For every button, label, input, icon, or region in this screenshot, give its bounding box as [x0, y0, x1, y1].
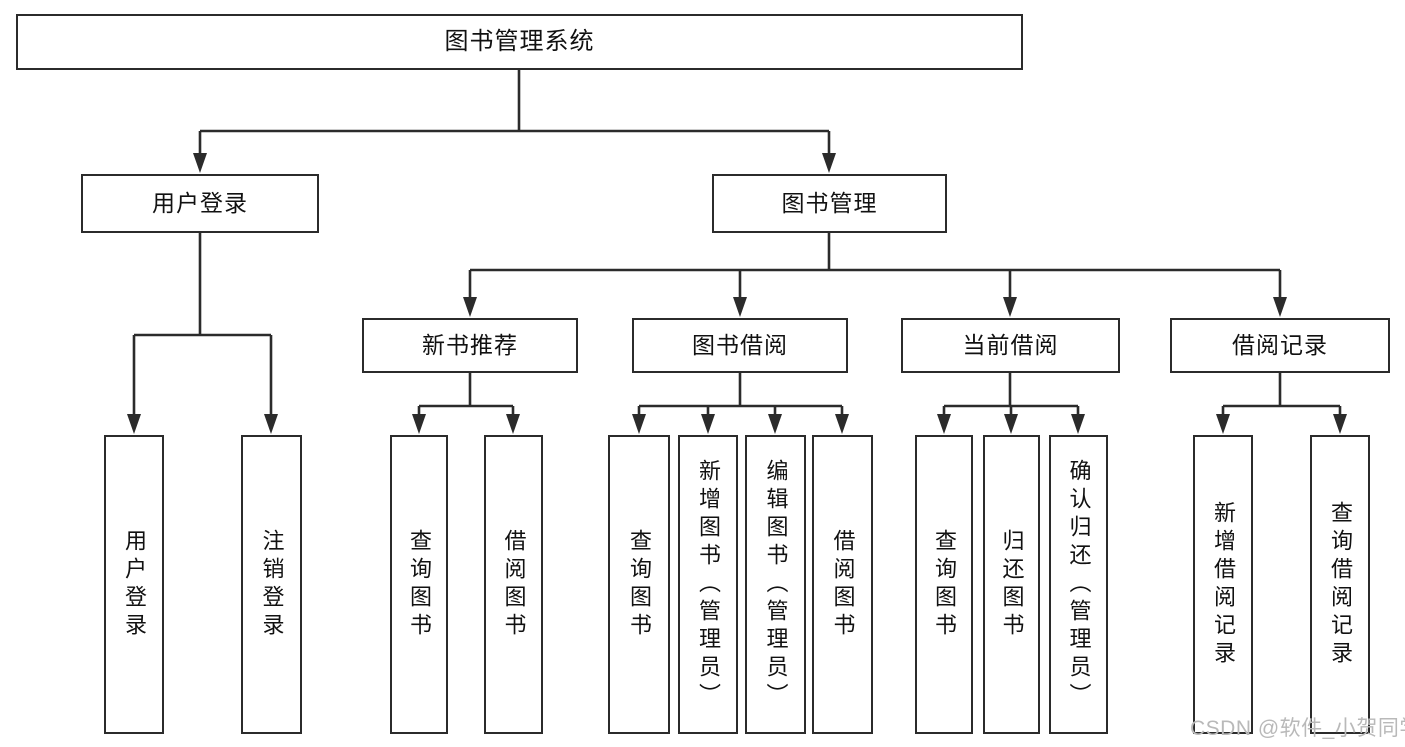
arrow-head-current-borrow-to-leaves-1 [1004, 414, 1018, 434]
node-label: 借阅图书 [830, 528, 856, 641]
arrow-head-borrow-record-to-leaves-0 [1216, 414, 1230, 434]
arrow-head-current-borrow-to-leaves-2 [1071, 414, 1085, 434]
node-leaf-confirm-return[interactable]: 确认归还（管理员） [1049, 435, 1108, 734]
node-leaf-query-book-3[interactable]: 查询图书 [915, 435, 973, 734]
arrow-head-root-to-level1-1 [822, 153, 836, 173]
node-label: 编辑图书（管理员） [763, 458, 789, 711]
node-label: 注销登录 [259, 528, 285, 641]
node-leaf-user-login[interactable]: 用户登录 [104, 435, 164, 734]
node-book-management[interactable]: 图书管理 [712, 174, 947, 233]
arrow-head-book-borrow-to-leaves-2 [768, 414, 782, 434]
node-label: 新增图书（管理员） [696, 458, 721, 711]
node-new-book-recommend[interactable]: 新书推荐 [362, 318, 578, 373]
node-leaf-query-book-2[interactable]: 查询图书 [608, 435, 670, 734]
node-label: 当前借阅 [962, 331, 1059, 358]
node-leaf-return-book[interactable]: 归还图书 [983, 435, 1040, 734]
node-book-borrow[interactable]: 图书借阅 [632, 318, 848, 373]
node-label: 新书推荐 [422, 331, 518, 358]
arrow-head-current-borrow-to-leaves-0 [937, 414, 951, 434]
node-leaf-logout[interactable]: 注销登录 [241, 435, 302, 734]
node-label: 确认归还（管理员） [1066, 458, 1092, 711]
node-label: 借阅记录 [1232, 331, 1328, 358]
node-label: 用户登录 [122, 528, 147, 641]
node-label: 查询图书 [627, 528, 652, 641]
arrow-head-book-borrow-to-leaves-0 [632, 414, 646, 434]
arrow-head-book-borrow-to-leaves-1 [701, 414, 715, 434]
node-label: 查询图书 [932, 528, 957, 641]
arrow-head-book-management-to-level2-3 [1273, 297, 1287, 317]
arrow-head-root-to-level1-0 [193, 153, 207, 173]
node-label: 查询图书 [407, 528, 432, 641]
node-leaf-borrow-book-1[interactable]: 借阅图书 [484, 435, 543, 734]
node-label: 查询借阅记录 [1328, 500, 1353, 669]
node-label: 新增借阅记录 [1211, 500, 1236, 669]
arrow-head-book-management-to-level2-2 [1003, 297, 1017, 317]
arrow-head-user-login-to-leaves-1 [264, 414, 278, 434]
node-label: 图书借阅 [692, 331, 788, 358]
node-leaf-borrow-book-2[interactable]: 借阅图书 [812, 435, 873, 734]
node-label: 借阅图书 [501, 528, 527, 641]
node-label: 图书管理 [781, 189, 878, 216]
arrow-head-book-management-to-level2-0 [463, 297, 477, 317]
node-borrow-record[interactable]: 借阅记录 [1170, 318, 1390, 373]
node-leaf-add-record[interactable]: 新增借阅记录 [1193, 435, 1253, 734]
node-label: 用户登录 [152, 189, 248, 216]
node-leaf-query-record[interactable]: 查询借阅记录 [1310, 435, 1370, 734]
node-label: 图书管理系统 [444, 27, 595, 55]
node-user-login[interactable]: 用户登录 [81, 174, 319, 233]
arrow-head-new-book-recommend-to-leaves-0 [412, 414, 426, 434]
arrow-head-user-login-to-leaves-0 [127, 414, 141, 434]
node-current-borrow[interactable]: 当前借阅 [901, 318, 1120, 373]
node-leaf-edit-book[interactable]: 编辑图书（管理员） [745, 435, 806, 734]
node-label: 归还图书 [999, 528, 1025, 641]
node-leaf-query-book-1[interactable]: 查询图书 [390, 435, 448, 734]
node-leaf-add-book[interactable]: 新增图书（管理员） [678, 435, 738, 734]
arrow-head-borrow-record-to-leaves-1 [1333, 414, 1347, 434]
arrow-head-book-management-to-level2-1 [733, 297, 747, 317]
arrow-head-book-borrow-to-leaves-3 [835, 414, 849, 434]
node-root[interactable]: 图书管理系统 [16, 14, 1023, 70]
arrow-head-new-book-recommend-to-leaves-1 [506, 414, 520, 434]
csdn-watermark: CSDN @软件_小贺同学 [1190, 717, 1405, 740]
